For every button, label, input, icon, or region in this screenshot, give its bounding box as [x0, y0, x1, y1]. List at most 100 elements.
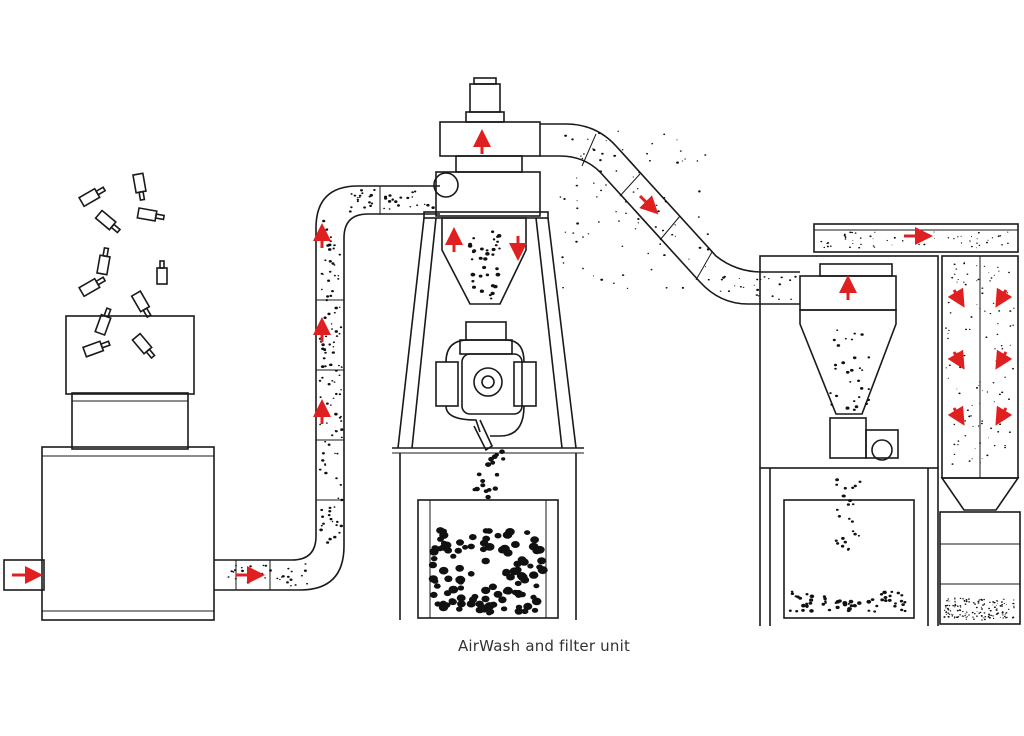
particle — [599, 170, 602, 173]
particle — [325, 299, 329, 302]
particle — [956, 609, 959, 612]
particle — [923, 243, 926, 246]
particle — [964, 615, 966, 617]
particle — [462, 544, 469, 550]
particle — [959, 410, 961, 412]
particle — [844, 234, 846, 236]
particle — [515, 604, 523, 610]
particle — [329, 240, 332, 243]
particle — [469, 534, 477, 541]
particle — [992, 615, 994, 617]
particle — [564, 231, 567, 233]
particle — [485, 273, 490, 277]
particle — [600, 189, 603, 192]
particle — [845, 406, 850, 410]
particle — [979, 308, 981, 310]
particle — [329, 517, 333, 521]
particle — [788, 609, 792, 612]
particle — [996, 608, 998, 610]
particle — [369, 193, 373, 197]
particle — [576, 222, 579, 225]
particle — [992, 382, 995, 384]
particle — [500, 606, 508, 612]
particle — [970, 415, 972, 417]
particle — [333, 311, 336, 314]
particle — [335, 524, 338, 527]
particle — [320, 508, 324, 512]
particle — [971, 404, 973, 406]
particle — [836, 542, 840, 545]
particle — [321, 347, 325, 351]
particle — [739, 286, 742, 288]
particle — [840, 544, 845, 548]
particle — [538, 566, 545, 572]
particle — [411, 191, 414, 194]
particle — [964, 603, 967, 605]
particle — [409, 206, 412, 208]
particle — [976, 238, 978, 240]
particle — [373, 189, 376, 191]
particle — [654, 226, 657, 228]
particle — [954, 617, 956, 619]
particle — [826, 242, 828, 245]
particle — [999, 423, 1002, 426]
particle — [951, 615, 954, 617]
particle — [851, 486, 855, 489]
particle — [963, 600, 966, 602]
particle — [988, 613, 990, 616]
particle — [321, 288, 323, 291]
particle — [952, 605, 955, 607]
particle — [820, 240, 823, 243]
particle — [324, 259, 327, 262]
particle — [805, 602, 809, 605]
particle — [1001, 611, 1004, 614]
particle — [338, 253, 341, 256]
particle — [899, 599, 904, 603]
particle — [959, 597, 962, 600]
particle — [965, 600, 968, 603]
particle — [369, 204, 372, 207]
particle — [957, 440, 960, 442]
particle — [490, 460, 496, 465]
particle — [823, 246, 826, 249]
particle — [874, 231, 876, 233]
particle — [456, 594, 466, 602]
particle — [997, 235, 1000, 237]
particle — [957, 236, 959, 238]
particle — [945, 611, 948, 613]
particle — [467, 543, 475, 550]
particle — [957, 444, 959, 446]
particle — [836, 344, 841, 347]
particle — [959, 609, 962, 612]
particle — [334, 306, 339, 310]
particle — [327, 248, 332, 251]
particle — [872, 245, 875, 247]
particle — [576, 207, 579, 210]
particle — [847, 547, 850, 550]
particle — [953, 616, 956, 618]
particle — [954, 597, 956, 599]
particle — [955, 299, 958, 302]
particle — [896, 591, 900, 595]
particle — [1009, 310, 1012, 312]
particle — [902, 240, 904, 242]
particle — [319, 396, 322, 399]
particle — [884, 599, 888, 602]
particle — [481, 595, 490, 603]
particle — [966, 409, 969, 412]
particle — [324, 348, 326, 350]
particle — [482, 528, 490, 534]
particle — [867, 356, 871, 359]
particle — [704, 266, 707, 268]
particle — [1009, 344, 1011, 346]
particle — [1009, 325, 1012, 327]
particle — [681, 286, 685, 289]
particle — [331, 434, 334, 437]
particle — [324, 235, 327, 238]
particle — [943, 616, 946, 618]
particle — [853, 400, 856, 403]
particle — [428, 561, 437, 569]
particle — [485, 494, 491, 500]
particle — [1004, 617, 1007, 619]
particle — [964, 435, 967, 437]
